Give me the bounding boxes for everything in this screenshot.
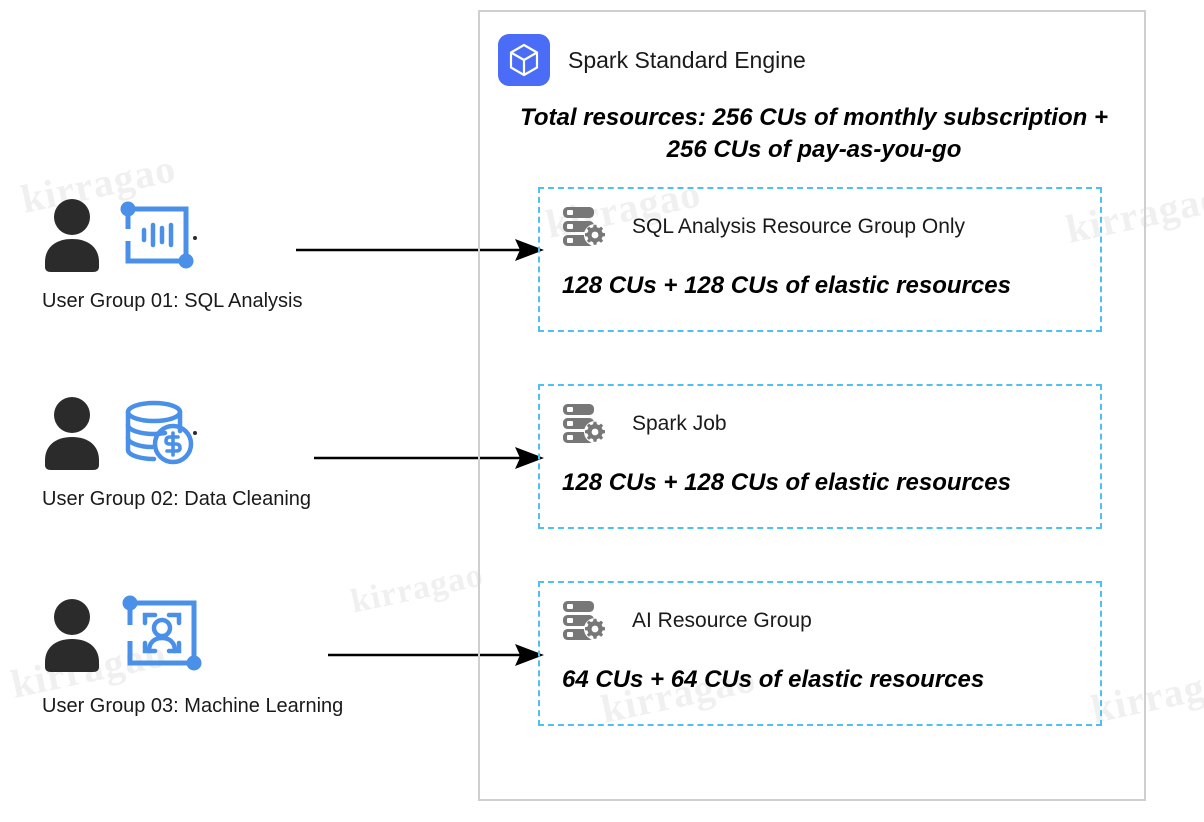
engine-title: Spark Standard Engine (568, 46, 806, 73)
face-recognition-icon (122, 595, 202, 671)
server-gear-icon (563, 207, 606, 246)
engine-total-resources-line-1: Total resources: 256 CUs of monthly subs… (520, 104, 1108, 131)
resource-group-name: Spark Job (632, 412, 727, 435)
engine-total-resources: Total resources: 256 CUs of monthly subs… (500, 102, 1128, 167)
resource-group-name: SQL Analysis Resource Group Only (632, 215, 966, 238)
engine-total-resources-line-2: 256 CUs of pay-as-you-go (666, 136, 962, 164)
user-group-01-label: User Group 01: SQL Analysis (42, 290, 303, 312)
resource-group-header: AI Resource Group (562, 600, 812, 642)
user-group-03-icons (42, 585, 343, 685)
arrow-user-group-03-to-ai-resource-group (328, 644, 544, 666)
resource-group-header: SQL Analysis Resource Group Only (562, 206, 965, 248)
user-group-02: User Group 02: Data Cleaning (42, 388, 311, 511)
user-group-03: User Group 03: Machine Learning (42, 585, 343, 718)
user-group-02-label: User Group 02: Data Cleaning (42, 488, 312, 510)
resource-group-cus: 128 CUs + 128 CUs of elastic resources (562, 469, 1011, 496)
watermark: kirragao (347, 556, 487, 621)
resource-group-header: Spark Job (562, 403, 727, 445)
person-icon (45, 397, 99, 470)
server-gear-icon (563, 601, 606, 640)
database-dollar-icon (125, 400, 197, 465)
resource-group-card-sql-analysis[interactable]: SQL Analysis Resource Group Only 128 CUs… (538, 187, 1102, 332)
engine-header: Spark Standard Engine (498, 34, 806, 86)
resource-group-card-spark-job[interactable]: Spark Job 128 CUs + 128 CUs of elastic r… (538, 384, 1102, 529)
user-group-01-icons (42, 190, 303, 280)
arrow-user-group-01-to-sql-analysis-resource-group (296, 239, 544, 261)
resource-group-card-ai[interactable]: AI Resource Group 64 CUs + 64 CUs of ela… (538, 581, 1102, 726)
cube-icon (498, 34, 550, 86)
user-group-03-label: User Group 03: Machine Learning (42, 695, 344, 717)
sql-analysis-chart-icon (120, 201, 197, 269)
resource-group-cus: 128 CUs + 128 CUs of elastic resources (562, 272, 1011, 299)
resource-group-name: AI Resource Group (632, 609, 812, 632)
person-icon (45, 199, 99, 272)
person-icon (45, 599, 99, 672)
server-gear-icon (563, 404, 606, 443)
user-group-01: User Group 01: SQL Analysis (42, 190, 303, 313)
arrow-user-group-02-to-spark-job (314, 447, 544, 469)
user-group-02-icons (42, 388, 311, 478)
spark-standard-engine-panel: Spark Standard Engine Total resources: 2… (478, 10, 1146, 801)
resource-group-cus: 64 CUs + 64 CUs of elastic resources (562, 666, 985, 693)
